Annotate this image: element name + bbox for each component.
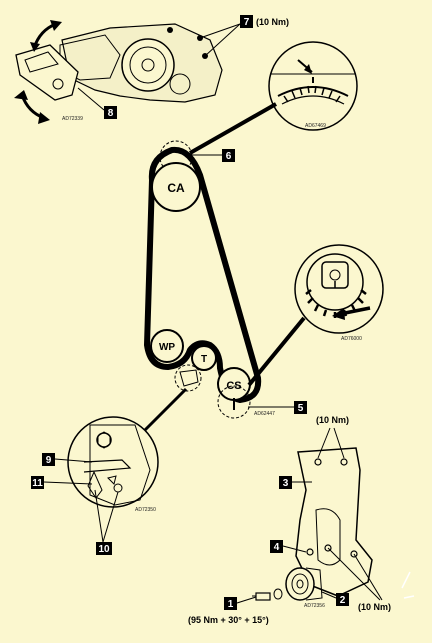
torque-2: (10 Nm) — [358, 602, 391, 612]
ca-label: CA — [167, 181, 185, 195]
ca-pulley — [151, 162, 201, 212]
callout-10: 10 — [98, 544, 110, 555]
callout-8: 8 — [108, 108, 114, 119]
connector-tensioner-inset — [143, 387, 188, 432]
callout-6: 6 — [226, 151, 232, 162]
tensioner-detail-circle — [174, 364, 202, 392]
wp-label: WP — [159, 342, 175, 353]
code-pulley: AD72356 — [304, 603, 325, 609]
crank-pulley-bolt — [252, 567, 323, 601]
callout-9-box — [42, 453, 55, 466]
tensioner-pulley — [191, 345, 217, 371]
crank-sprocket-inset — [294, 244, 384, 334]
callout-1: 1 — [228, 599, 234, 610]
t-label: T — [201, 354, 207, 365]
code-tensioner: AD72350 — [135, 507, 156, 513]
connector-cam-inset — [189, 102, 277, 155]
timing-belt — [144, 146, 262, 403]
callout-3-box — [279, 476, 292, 489]
callout-5-box — [294, 401, 307, 414]
callout-6-box — [222, 149, 235, 162]
corner-mark — [401, 571, 415, 599]
callout-5: 5 — [298, 403, 304, 414]
cs-label: CS — [226, 380, 241, 392]
engine-inset-top — [14, 20, 241, 124]
cam-mark-inset — [268, 41, 358, 131]
connector-crank-inset — [247, 316, 306, 387]
code-engine: AD72339 — [62, 116, 83, 122]
callout-4-box — [270, 540, 283, 553]
callout-1-box — [224, 597, 237, 610]
callout-4: 4 — [274, 542, 280, 553]
callout-11: 11 — [32, 478, 43, 489]
callout-7-box — [240, 15, 253, 28]
callout-3: 3 — [283, 478, 289, 489]
tensioner-inset — [67, 416, 159, 508]
torque-3: (10 Nm) — [316, 415, 349, 425]
torque-1: (95 Nm + 30° + 15°) — [188, 615, 269, 625]
code-cam: AD67469 — [305, 123, 326, 129]
crank-mark-circle — [217, 385, 251, 419]
callout-8-box — [104, 106, 117, 119]
code-cs: AD62447 — [254, 411, 275, 417]
callout-11-box — [31, 476, 44, 489]
callout-2: 2 — [340, 595, 346, 606]
code-crank: AD76000 — [341, 336, 362, 342]
wp-pulley — [150, 329, 184, 363]
callout-7: 7 — [244, 17, 250, 28]
callout-10-box — [96, 542, 112, 555]
callout-9: 9 — [46, 455, 52, 466]
callout-2-box — [336, 593, 349, 606]
torque-7: (10 Nm) — [256, 17, 289, 27]
engine-bracket — [295, 447, 373, 597]
